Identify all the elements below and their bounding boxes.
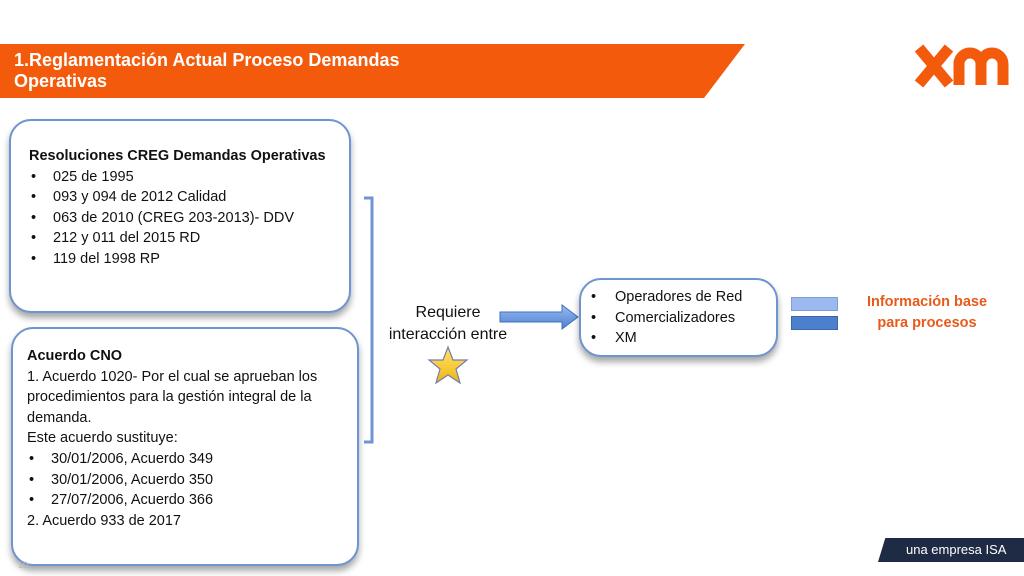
requiere-label: Requiere interacción entre — [388, 304, 508, 343]
list-item: Operadores de Red — [589, 287, 768, 308]
resoluciones-box: Resoluciones CREG Demandas Operativas 02… — [9, 119, 351, 313]
info-base-label: Información base para procesos — [866, 294, 988, 331]
title-banner — [0, 44, 745, 98]
actors-box: Operadores de Red Comercializadores XM — [579, 278, 778, 357]
footer-brand-text: una empresa ISA — [906, 542, 1007, 557]
resoluciones-list: 025 de 1995 093 y 094 de 2012 Calidad 06… — [29, 167, 339, 270]
list-item: 212 y 011 del 2015 RD — [29, 228, 339, 249]
actors-list: Operadores de Red Comercializadores XM — [589, 287, 768, 349]
list-item: Comercializadores — [589, 308, 768, 329]
page-number: 10 — [18, 560, 29, 570]
xm-logo: xm — [914, 44, 1009, 88]
list-item: 30/01/2006, Acuerdo 350 — [27, 470, 347, 491]
list-item: XM — [589, 328, 768, 349]
acuerdo-line-2: Este acuerdo sustituye: — [27, 430, 178, 447]
list-item: 119 del 1998 RP — [29, 249, 339, 270]
acuerdo-cno-box: Acuerdo CNO 1. Acuerdo 1020- Por el cual… — [11, 327, 359, 566]
star-icon — [427, 345, 469, 385]
list-item: 025 de 1995 — [29, 167, 339, 188]
acuerdo-title: Acuerdo CNO — [27, 348, 123, 364]
acuerdo-line-1: 1. Acuerdo 1020- Por el cual se aprueban… — [27, 368, 318, 426]
info-bar-dark — [791, 316, 838, 330]
list-item: 063 de 2010 (CREG 203-2013)- DDV — [29, 208, 339, 229]
footer-band — [878, 538, 1024, 562]
list-item: 27/07/2006, Acuerdo 366 — [27, 490, 347, 511]
list-item: 30/01/2006, Acuerdo 349 — [27, 449, 347, 470]
info-bar-light — [791, 297, 838, 311]
right-arrow-icon — [499, 304, 579, 330]
list-item: 093 y 094 de 2012 Calidad — [29, 187, 339, 208]
acuerdo-list: 30/01/2006, Acuerdo 349 30/01/2006, Acue… — [27, 449, 347, 511]
slide-title: 1.Reglamentación Actual Proceso Demandas… — [14, 50, 400, 91]
resoluciones-title: Resoluciones CREG Demandas Operativas — [29, 148, 326, 164]
grouping-bracket — [364, 196, 374, 444]
acuerdo-line-3: 2. Acuerdo 933 de 2017 — [27, 512, 181, 529]
